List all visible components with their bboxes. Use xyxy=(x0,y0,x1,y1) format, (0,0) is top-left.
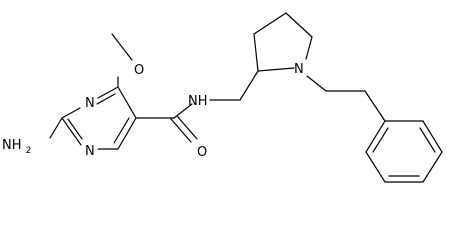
bond-n1-c2 xyxy=(61,117,82,146)
bond-ph-6-1 xyxy=(365,120,386,153)
atom-label-amide-nh: NH xyxy=(188,94,208,109)
bond-c4-c5 xyxy=(285,12,313,38)
bond-ch2b-phenyl xyxy=(364,90,386,122)
bond-ch2-c2-pyrrolidine xyxy=(239,70,259,101)
bond-c3-c4 xyxy=(253,12,287,35)
bond-carbonyl-o xyxy=(170,118,192,143)
bond-carbonyl-o-double xyxy=(176,115,198,140)
bond-c5-c6 xyxy=(117,117,137,150)
bond-carbonyl-n xyxy=(173,103,193,119)
atom-label-pyrrolidine-n: N xyxy=(294,62,304,77)
atom-label-amino: NH 2 xyxy=(2,138,31,156)
amino-nh: NH xyxy=(2,138,22,153)
bond-ph-3-4 xyxy=(422,151,443,183)
pyrrolidine-ring xyxy=(253,12,313,72)
benzene-ring xyxy=(365,120,443,183)
atom-label-carbonyl-o: O xyxy=(197,145,207,160)
atom-label-pyrimidine-n-top: N xyxy=(85,96,95,111)
pyrimidine-ring xyxy=(61,86,137,150)
atom-label-methoxy-o: O xyxy=(134,63,144,78)
bond-ph-6-1-inner xyxy=(372,127,389,153)
bond-c2-amino xyxy=(49,117,63,139)
bond-n1-c2-inner xyxy=(67,118,83,140)
bond-o-methyl xyxy=(111,33,133,61)
bond-ph-2-3 xyxy=(422,120,443,153)
amino-subscript: 2 xyxy=(26,146,32,156)
bond-n3-c4 xyxy=(97,86,119,99)
bond-c2-n3 xyxy=(61,107,81,119)
bond-ph-2-3-inner xyxy=(419,127,436,153)
bond-ph-5-6 xyxy=(365,151,386,183)
molecule-diagram: N N NH 2 O NH O N xyxy=(2,12,443,183)
bond-c4-c5 xyxy=(117,86,137,119)
bond-c5-c6-inner xyxy=(113,117,130,144)
bond-n3-c4-inner xyxy=(96,93,116,105)
bond-n-c2 xyxy=(257,67,295,72)
bond-c5-n xyxy=(305,36,313,60)
atom-label-pyrimidine-n-bottom: N xyxy=(85,144,95,159)
bond-n-ch2a xyxy=(306,75,327,92)
bond-c2-c3 xyxy=(253,33,259,72)
